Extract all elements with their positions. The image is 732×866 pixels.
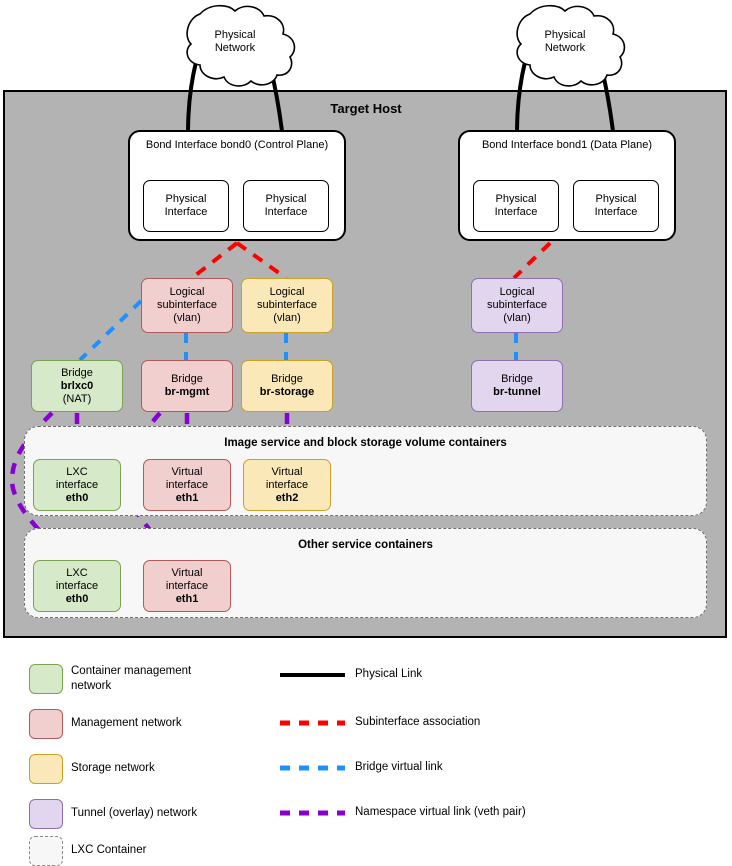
- bond1-phy1-line2: Interface: [494, 206, 538, 218]
- bond1-role: (Data Plane): [590, 139, 653, 151]
- legend-label-container-management: Container management network: [71, 665, 192, 692]
- bond0-phy2-line2: Interface: [264, 206, 308, 218]
- bridge-brlxc0[interactable]: Bridge brlxc0 (NAT): [31, 360, 123, 412]
- cloud-left-label: Physical Network: [194, 26, 276, 58]
- legend: Container management network Management …: [0, 648, 732, 866]
- virtual-interface-eth1-other[interactable]: Virtual interface eth1: [143, 560, 231, 612]
- target-host-title: Target Host: [330, 101, 402, 116]
- legend-label-management: Management network: [71, 717, 182, 729]
- oth-eth1-name: eth1: [175, 592, 199, 605]
- bond0-role: (Control Plane): [254, 139, 329, 151]
- bond1-phy2-line2: Interface: [594, 206, 638, 218]
- logical-subinterface-tunnel[interactable]: Logical subinterface (vlan): [471, 278, 563, 333]
- lxc-interface-eth0-other[interactable]: LXC interface eth0: [33, 560, 121, 612]
- bond0-phy2-line1: Physical: [265, 193, 307, 205]
- oth-eth0-line1: LXC: [66, 566, 88, 579]
- legend-label-namespace-veth: Namespace virtual link (veth pair): [355, 806, 526, 818]
- bridge-br-mgmt-line1: Bridge: [171, 373, 203, 385]
- bridge-br-mgmt[interactable]: Bridge br-mgmt: [141, 360, 233, 412]
- legend-swatch-tunnel: [29, 799, 63, 829]
- cloud-left-line2: Network: [214, 42, 256, 54]
- img-eth2-line1: Virtual: [271, 465, 303, 478]
- legend-label-tunnel: Tunnel (overlay) network: [71, 807, 198, 819]
- img-eth2-name: eth2: [275, 491, 299, 504]
- bond1-labels: Bond Interface bond1 (Data Plane): [460, 139, 674, 152]
- bond1-physical-interface-1[interactable]: Physical Interface: [473, 180, 559, 232]
- bond0-name: bond0: [220, 139, 252, 151]
- bridge-br-storage[interactable]: Bridge br-storage: [241, 360, 333, 412]
- cloud-right-label: Physical Network: [524, 26, 606, 58]
- oth-eth0-name: eth0: [65, 592, 89, 605]
- legend-swatch-lxc-container: [29, 836, 63, 866]
- cloud-right-line2: Network: [544, 42, 586, 54]
- bond0-physical-interface-1[interactable]: Physical Interface: [143, 180, 229, 232]
- subif-storage-line2: subinterface: [257, 299, 317, 311]
- bridge-br-mgmt-name: br-mgmt: [164, 386, 210, 398]
- img-eth1-name: eth1: [175, 491, 199, 504]
- container-group-image-block-title: Image service and block storage volume c…: [224, 437, 507, 449]
- legend-label-lxc-container: LXC Container: [71, 844, 147, 856]
- container-group-other: Other service containers: [24, 528, 707, 618]
- oth-eth1-line1: Virtual: [171, 566, 203, 579]
- img-eth0-line1: LXC: [66, 465, 88, 478]
- bridge-br-storage-name: br-storage: [259, 386, 315, 398]
- bridge-br-tunnel-name: br-tunnel: [493, 386, 541, 398]
- cloud-right-line1: Physical: [544, 29, 586, 41]
- subif-storage-line3: (vlan): [273, 312, 301, 324]
- legend-swatch-management: [29, 709, 63, 739]
- bond1-title: Bond Interface: [481, 139, 554, 151]
- logical-subinterface-storage[interactable]: Logical subinterface (vlan): [241, 278, 333, 333]
- legend-label-physical-link: Physical Link: [355, 668, 423, 680]
- legend-label-storage: Storage network: [71, 762, 155, 774]
- legend-label-bridge-virtual-link: Bridge virtual link: [355, 761, 443, 773]
- bond0-labels: Bond Interface bond0 (Control Plane): [130, 139, 344, 152]
- logical-subinterface-mgmt[interactable]: Logical subinterface (vlan): [141, 278, 233, 333]
- bond0-phy1-line2: Interface: [164, 206, 208, 218]
- virtual-interface-eth2-image[interactable]: Virtual interface eth2: [243, 459, 331, 511]
- lxc-interface-eth0-image[interactable]: LXC interface eth0: [33, 459, 121, 511]
- bond0-physical-interface-2[interactable]: Physical Interface: [243, 180, 329, 232]
- subif-tunnel-line3: (vlan): [503, 312, 531, 324]
- img-eth1-line1: Virtual: [171, 465, 203, 478]
- bridge-brlxc0-name: brlxc0: [60, 379, 94, 392]
- bond1-phy1-line1: Physical: [495, 193, 537, 205]
- oth-eth0-line2: interface: [55, 579, 99, 592]
- bond0-title: Bond Interface: [145, 139, 218, 151]
- container-group-other-title: Other service containers: [298, 539, 433, 551]
- subif-storage-line1: Logical: [269, 286, 305, 298]
- legend-label-subinterface-association: Subinterface association: [355, 716, 481, 728]
- img-eth2-line2: interface: [265, 478, 309, 491]
- img-eth0-name: eth0: [65, 491, 89, 504]
- container-group-image-block: Image service and block storage volume c…: [24, 426, 707, 516]
- bridge-br-storage-line1: Bridge: [271, 373, 303, 385]
- subif-mgmt-line3: (vlan): [173, 312, 201, 324]
- bond1-name: bond1: [556, 139, 588, 151]
- bridge-br-tunnel[interactable]: Bridge br-tunnel: [471, 360, 563, 412]
- subif-tunnel-line1: Logical: [499, 286, 535, 298]
- subif-tunnel-line2: subinterface: [487, 299, 547, 311]
- virtual-interface-eth1-image[interactable]: Virtual interface eth1: [143, 459, 231, 511]
- cloud-left-line1: Physical: [214, 29, 256, 41]
- bond0-phy1-line1: Physical: [165, 193, 207, 205]
- img-eth0-line2: interface: [55, 478, 99, 491]
- legend-swatch-container-management: [29, 664, 63, 694]
- bridge-brlxc0-note: (NAT): [62, 392, 92, 405]
- subif-mgmt-line1: Logical: [169, 286, 205, 298]
- bridge-br-tunnel-line1: Bridge: [501, 373, 533, 385]
- oth-eth1-line2: interface: [165, 579, 209, 592]
- img-eth1-line2: interface: [165, 478, 209, 491]
- legend-swatch-storage: [29, 754, 63, 784]
- subif-mgmt-line2: subinterface: [157, 299, 217, 311]
- bridge-brlxc0-line1: Bridge: [61, 366, 93, 379]
- bond1-phy2-line1: Physical: [595, 193, 637, 205]
- bond1-physical-interface-2[interactable]: Physical Interface: [573, 180, 659, 232]
